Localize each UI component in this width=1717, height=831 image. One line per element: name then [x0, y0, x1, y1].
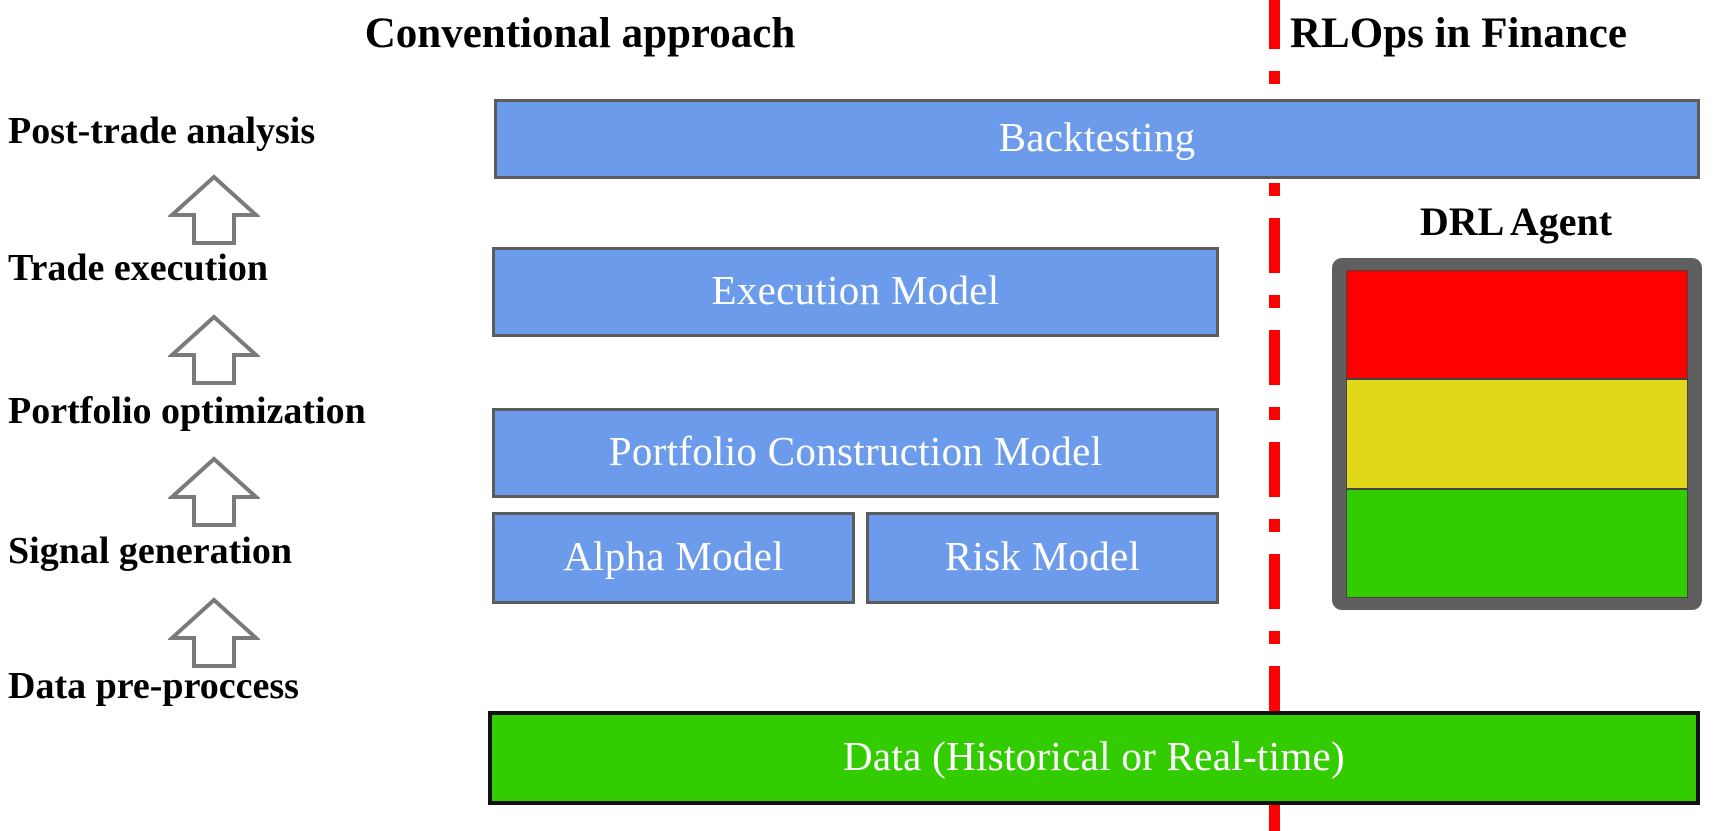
- arrow-up-icon-1: [168, 173, 260, 247]
- box-alpha-model[interactable]: Alpha Model: [492, 512, 855, 604]
- drl-agent-title: DRL Agent: [1419, 199, 1613, 244]
- stage-label-data-pre-proccess: Data pre-proccess: [8, 665, 299, 707]
- box-risk-model[interactable]: Risk Model: [866, 512, 1219, 604]
- arrow-up-icon-3: [168, 455, 260, 529]
- box-data-label: Data (Historical or Real-time): [843, 733, 1345, 780]
- box-backtesting[interactable]: Backtesting: [494, 99, 1700, 179]
- box-alpha-model-label: Alpha Model: [563, 533, 784, 580]
- drl-band-yellow: [1346, 379, 1688, 489]
- box-portfolio-construction-model-label: Portfolio Construction Model: [608, 428, 1103, 475]
- drl-band-red: [1346, 270, 1688, 380]
- stage-label-signal-generation: Signal generation: [8, 530, 292, 572]
- box-execution-model-label: Execution Model: [711, 267, 1000, 314]
- box-backtesting-label: Backtesting: [998, 114, 1196, 161]
- header-rlops-in-finance: RLOps in Finance: [1290, 10, 1627, 57]
- drl-agent-box[interactable]: [1332, 258, 1702, 610]
- arrow-up-icon-4: [168, 596, 260, 670]
- drl-band-green: [1346, 488, 1688, 598]
- box-execution-model[interactable]: Execution Model: [492, 247, 1219, 337]
- arrow-up-icon-2: [168, 313, 260, 387]
- stage-label-trade-execution: Trade execution: [8, 247, 268, 289]
- box-portfolio-construction-model[interactable]: Portfolio Construction Model: [492, 408, 1219, 498]
- stage-label-portfolio-optimization: Portfolio optimization: [8, 390, 366, 432]
- box-data-historical-or-realtime[interactable]: Data (Historical or Real-time): [488, 711, 1700, 805]
- header-conventional-approach: Conventional approach: [364, 10, 796, 57]
- stage-label-post-trade-analysis: Post-trade analysis: [8, 110, 316, 152]
- box-risk-model-label: Risk Model: [944, 533, 1141, 580]
